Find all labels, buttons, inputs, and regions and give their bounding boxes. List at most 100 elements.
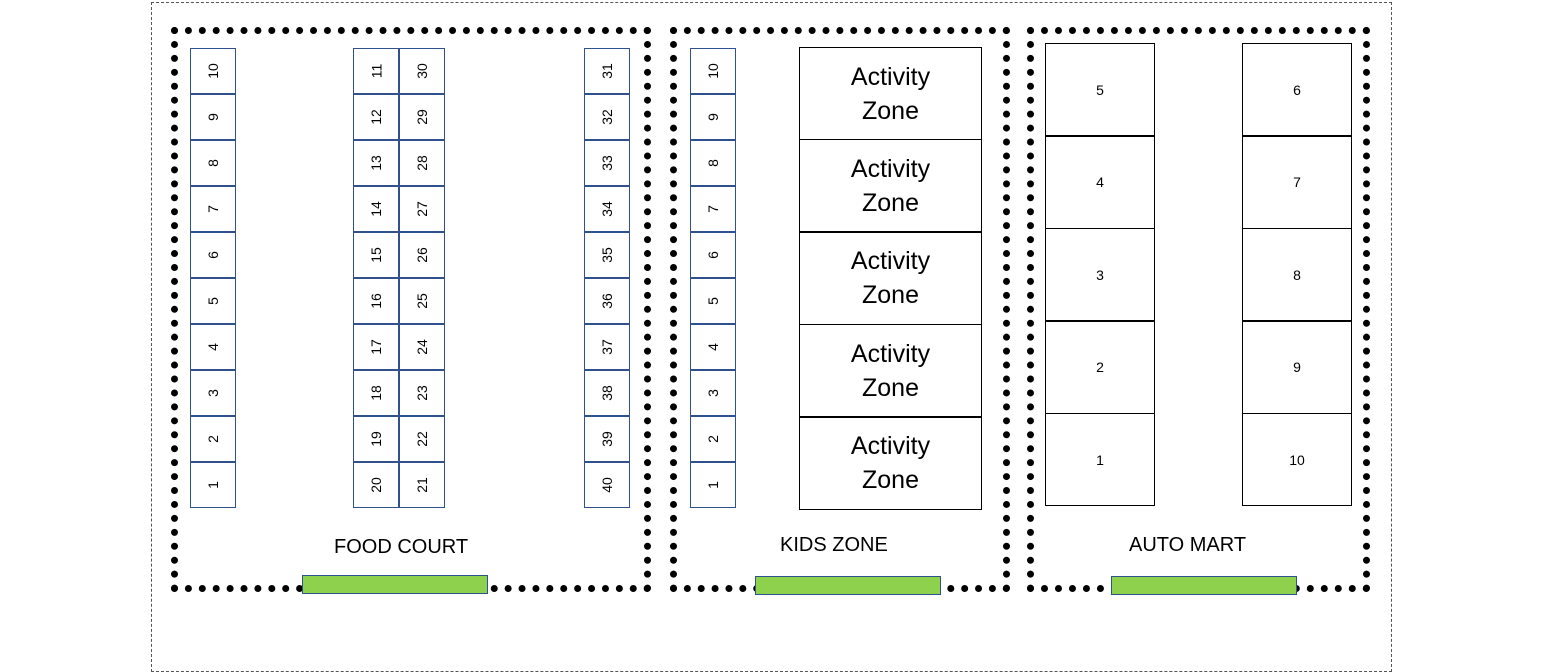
stall: 14	[353, 186, 399, 232]
stall: 8	[690, 140, 736, 186]
stall: 31	[584, 48, 630, 94]
stall: 15	[353, 232, 399, 278]
stall: 17	[353, 324, 399, 370]
activity-zone: Activity Zone	[799, 416, 982, 510]
stall: 2	[190, 416, 236, 462]
stall-number: 40	[598, 477, 615, 493]
stall: 23	[399, 370, 445, 416]
stall: 16	[353, 278, 399, 324]
stall: 7	[690, 186, 736, 232]
stall-number: 30	[413, 63, 430, 79]
stall: 20	[353, 462, 399, 508]
kids-zone-entrance	[755, 576, 941, 595]
auto-mart-stall: 7	[1242, 135, 1352, 229]
stall: 25	[399, 278, 445, 324]
stall: 10	[690, 48, 736, 94]
stall-number: 4	[204, 343, 221, 351]
auto-mart-label: AUTO MART	[1129, 534, 1247, 556]
stall: 1	[190, 462, 236, 508]
stall-number: 17	[367, 339, 384, 355]
activity-zone: Activity Zone	[799, 47, 982, 140]
auto-mart-stall: 4	[1045, 135, 1155, 229]
stall-number: 9	[204, 113, 221, 121]
stall-number: 6	[204, 251, 221, 259]
stall-number: 16	[367, 293, 384, 309]
stall-number: 4	[704, 343, 721, 351]
stall: 33	[584, 140, 630, 186]
stall: 10	[190, 48, 236, 94]
food-court-entrance	[302, 575, 488, 594]
stall: 6	[190, 232, 236, 278]
stall: 30	[399, 48, 445, 94]
stall: 4	[690, 324, 736, 370]
stall: 27	[399, 186, 445, 232]
stall: 19	[353, 416, 399, 462]
stall: 36	[584, 278, 630, 324]
stall-number: 12	[367, 109, 384, 125]
stall-number: 35	[598, 247, 615, 263]
stall: 3	[190, 370, 236, 416]
stall-number: 38	[598, 385, 615, 401]
stall: 1	[690, 462, 736, 508]
stall: 32	[584, 94, 630, 140]
stall-number: 2	[704, 435, 721, 443]
stall-number: 24	[413, 339, 430, 355]
stall: 34	[584, 186, 630, 232]
stall-number: 22	[413, 431, 430, 447]
auto-mart-stall: 5	[1045, 43, 1155, 136]
stall-number: 18	[367, 385, 384, 401]
stall-number: 25	[413, 293, 430, 309]
stall: 22	[399, 416, 445, 462]
stall: 3	[690, 370, 736, 416]
stall: 18	[353, 370, 399, 416]
stall-number: 15	[367, 247, 384, 263]
stall: 6	[690, 232, 736, 278]
stall: 5	[690, 278, 736, 324]
food-court-label: FOOD COURT	[334, 536, 469, 558]
stall-number: 2	[204, 435, 221, 443]
stall-number: 7	[204, 205, 221, 213]
stall: 39	[584, 416, 630, 462]
stall-number: 21	[413, 477, 430, 493]
stall: 13	[353, 140, 399, 186]
stall-number: 7	[704, 205, 721, 213]
stall: 28	[399, 140, 445, 186]
stall: 24	[399, 324, 445, 370]
stall-number: 6	[704, 251, 721, 259]
auto-mart-stall: 6	[1242, 43, 1352, 136]
stall: 35	[584, 232, 630, 278]
stall-number: 31	[598, 63, 615, 79]
stall: 29	[399, 94, 445, 140]
stall: 9	[690, 94, 736, 140]
stall-number: 1	[704, 481, 721, 489]
auto-mart-stall: 1	[1045, 413, 1155, 507]
stall: 38	[584, 370, 630, 416]
stall: 40	[584, 462, 630, 508]
stall: 4	[190, 324, 236, 370]
auto-mart-stall: 8	[1242, 228, 1352, 322]
stall-number: 36	[598, 293, 615, 309]
auto-mart-stall: 3	[1045, 228, 1155, 322]
stall-number: 3	[704, 389, 721, 397]
stall: 2	[690, 416, 736, 462]
stall: 8	[190, 140, 236, 186]
stall-number: 1	[204, 481, 221, 489]
stall-number: 27	[413, 201, 430, 217]
stall: 12	[353, 94, 399, 140]
activity-zone: Activity Zone	[799, 231, 982, 325]
stall: 9	[190, 94, 236, 140]
auto-mart-entrance	[1111, 576, 1297, 595]
stall: 21	[399, 462, 445, 508]
stall-number: 9	[704, 113, 721, 121]
stall-number: 8	[204, 159, 221, 167]
stall-number: 23	[413, 385, 430, 401]
auto-mart-stall: 10	[1242, 413, 1352, 507]
activity-zone: Activity Zone	[799, 139, 982, 233]
stall-number: 13	[367, 155, 384, 171]
auto-mart-stall: 2	[1045, 320, 1155, 414]
stall-number: 33	[598, 155, 615, 171]
stall-number: 11	[367, 63, 384, 79]
stall: 11	[353, 48, 399, 94]
kids-zone-label: KIDS ZONE	[780, 534, 888, 556]
stall-number: 10	[704, 63, 721, 79]
